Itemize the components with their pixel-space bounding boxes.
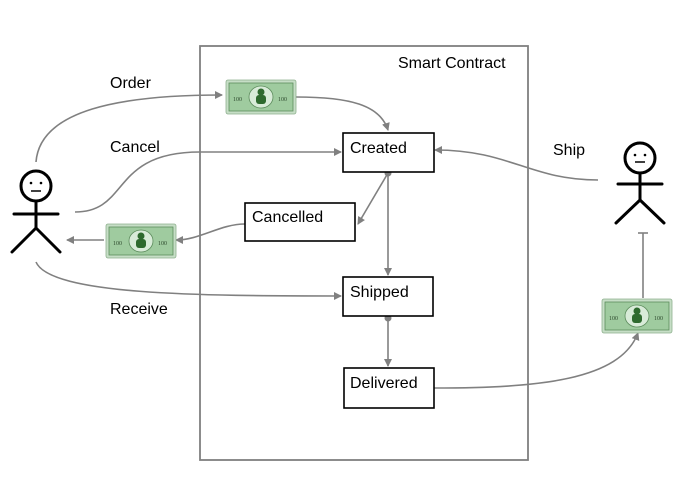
state-created: Created — [342, 132, 435, 173]
money-note-denomination: 100 — [113, 241, 122, 247]
money-note-icon: 100 100 — [225, 79, 297, 115]
money-note-denomination: 100 — [609, 316, 618, 322]
edge-cancel-to-created — [74, 148, 342, 213]
action-order-label: Order — [110, 75, 152, 92]
buyer-stick-figure-icon — [10, 169, 62, 254]
money-note-denomination: 100 — [654, 316, 663, 322]
edge-created-to-cancelled — [357, 172, 389, 225]
money-note-denomination: 100 — [278, 97, 287, 103]
edge-ship-to-created — [434, 146, 599, 181]
state-cancelled: Cancelled — [244, 202, 356, 242]
seller-stick-figure-icon — [614, 141, 666, 225]
state-created-label: Created — [350, 140, 407, 157]
state-shipped-label: Shipped — [350, 284, 409, 301]
action-receive-label: Receive — [110, 301, 168, 318]
smart-contract-container — [199, 45, 529, 461]
state-cancelled-label: Cancelled — [252, 209, 323, 226]
container-title: Smart Contract — [398, 55, 506, 72]
state-delivered-label: Delivered — [350, 375, 418, 392]
edge-receive-to-shipped — [35, 261, 342, 300]
edge-delivered-to-note — [433, 332, 640, 389]
state-delivered: Delivered — [343, 367, 435, 409]
state-shipped: Shipped — [342, 276, 434, 317]
action-cancel-label: Cancel — [110, 139, 160, 156]
money-note-icon: 100 100 — [601, 298, 673, 334]
edge-note-to-created — [295, 96, 390, 131]
money-note-denomination: 100 — [233, 97, 242, 103]
money-note-icon: 100 100 — [105, 223, 177, 259]
money-note-denomination: 100 — [158, 241, 167, 247]
edge-order-to-note — [35, 91, 223, 163]
edge-cancelled-to-note — [175, 223, 246, 244]
action-ship-label: Ship — [553, 142, 585, 159]
